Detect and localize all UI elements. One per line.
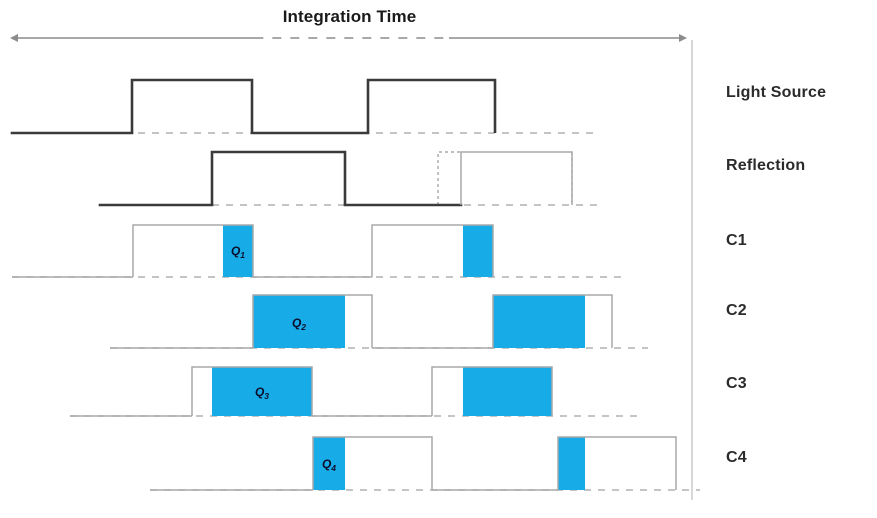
- ghost-pulse-reflection-1: [437, 151, 461, 205]
- signal-label-c4: C4: [726, 449, 747, 466]
- charge-label-c3: Q3: [255, 385, 269, 401]
- charge-fill-c3-1: [212, 367, 312, 416]
- signal-label-reflection: Reflection: [726, 157, 805, 174]
- waveform-row-c2: Q2: [110, 294, 648, 349]
- pulse-c2-2: [492, 294, 613, 348]
- charge-fill-c4-2: [558, 437, 585, 490]
- signal-label-c3: C3: [726, 375, 747, 392]
- charge-label-c1: Q1: [231, 244, 245, 260]
- pulse-light-source-1: [130, 78, 254, 133]
- charge-fill-c3-2: [463, 367, 552, 416]
- signal-label-light-source: Light Source: [726, 84, 826, 101]
- waveform-row-reflection: [98, 150, 600, 207]
- pulse-c3-2: [431, 366, 553, 416]
- pulse-c2-1: [252, 294, 373, 348]
- charge-fill-c1-2: [463, 225, 493, 277]
- pulse-light-source-2: [366, 78, 497, 133]
- pulse-reflection-1: [210, 150, 347, 205]
- charge-label-c2: Q2: [292, 316, 306, 332]
- waveform-row-light-source: [10, 78, 600, 135]
- signal-label-c2: C2: [726, 302, 747, 319]
- charge-fill-c1-1: [223, 225, 253, 277]
- pulse-c1-2: [371, 224, 494, 277]
- page-title: Integration Time: [283, 7, 417, 26]
- charge-label-c4: Q4: [322, 457, 336, 473]
- pulse-c1-1: [132, 224, 254, 277]
- waveform-row-c4: Q4: [150, 436, 700, 491]
- charge-fill-c4-1: [313, 437, 345, 490]
- pulse-c3-1: [191, 366, 313, 416]
- waveform-row-c3: Q3: [70, 366, 640, 417]
- pulse-c4-1: [312, 436, 433, 490]
- charge-fill-c2-1: [253, 295, 345, 348]
- charge-fill-c2-2: [493, 295, 585, 348]
- pulse-c4-2: [557, 436, 677, 490]
- waveform-row-c1: Q1: [12, 224, 625, 278]
- pulse-reflection-2: [460, 151, 573, 205]
- signal-label-c1: C1: [726, 232, 747, 249]
